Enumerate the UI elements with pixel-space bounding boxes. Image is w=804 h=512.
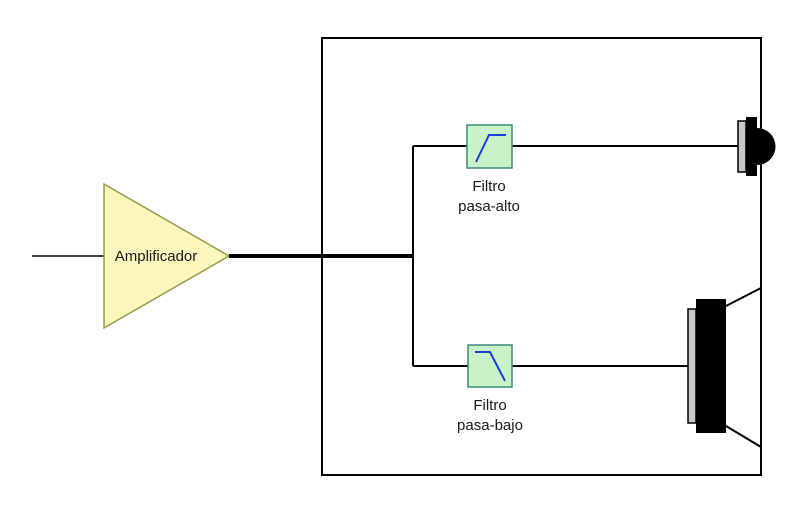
high-pass-filter-label-line2: pasa-alto xyxy=(458,198,520,215)
speaker-enclosure xyxy=(321,37,762,476)
low-pass-filter-label-line1: Filtro xyxy=(473,397,506,414)
high-pass-filter-label-line1: Filtro xyxy=(472,178,505,195)
low-pass-filter: Filtro pasa-bajo xyxy=(457,344,523,434)
high-pass-curve-icon xyxy=(475,134,506,163)
amplifier-label: Amplificador xyxy=(115,248,198,265)
high-pass-filter: Filtro pasa-alto xyxy=(458,124,520,215)
tweeter-icon xyxy=(737,117,776,176)
high-pass-filter-box xyxy=(466,124,513,169)
amplifier-triangle xyxy=(103,182,231,330)
amplifier: Amplificador xyxy=(103,182,231,330)
low-pass-curve-icon xyxy=(475,351,506,382)
woofer-icon xyxy=(687,287,762,448)
low-pass-filter-label-line2: pasa-bajo xyxy=(457,417,523,434)
